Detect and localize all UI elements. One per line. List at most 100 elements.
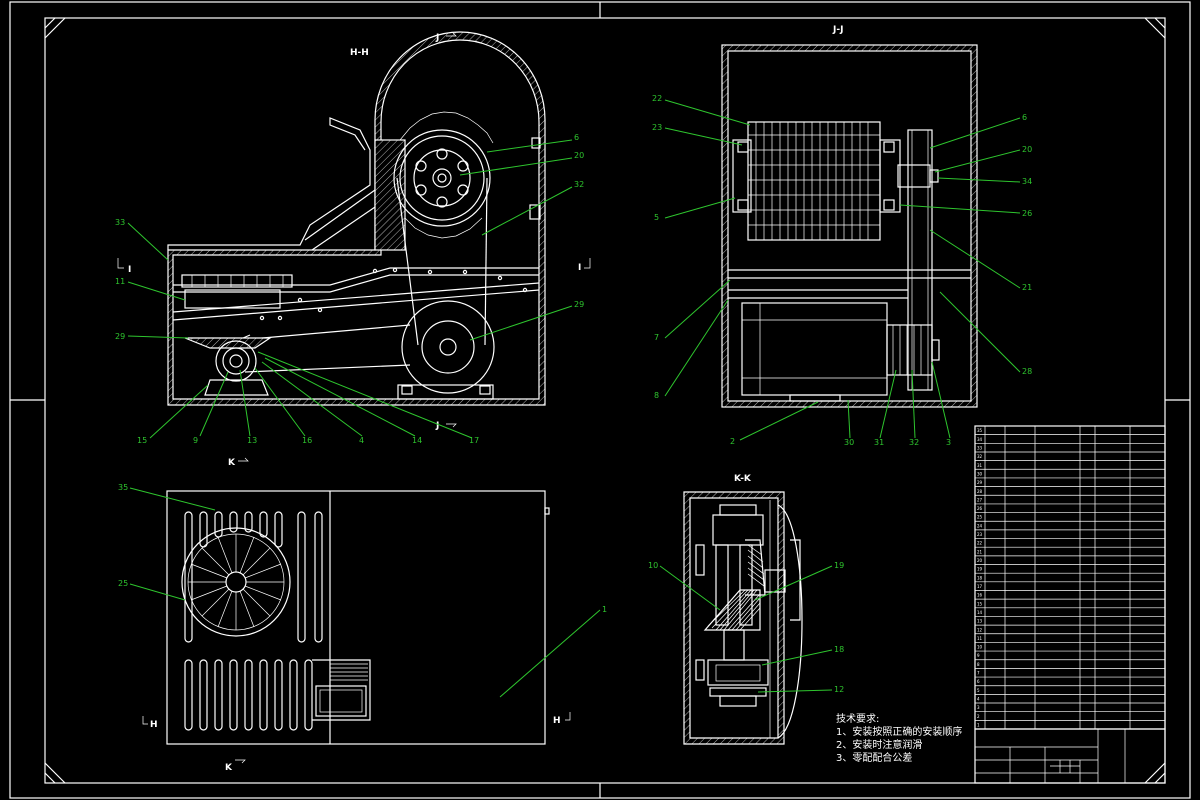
parts-table-item-number: 9 [977, 653, 980, 658]
callout-jj-3: 5 [654, 213, 659, 222]
callout-kk-3: 18 [834, 645, 844, 654]
parts-table-item-number: 29 [977, 480, 983, 485]
callout-kk-2: 19 [834, 561, 844, 570]
parts-table-item-number: 35 [977, 428, 983, 433]
parts-table-item-number: 2 [977, 714, 980, 719]
parts-table-item-number: 19 [977, 567, 983, 572]
parts-table-item-number: 30 [977, 471, 983, 476]
parts-table-item-number: 26 [977, 506, 983, 511]
callout-jj-10: 8 [654, 391, 659, 400]
label-i-right: I [578, 263, 581, 273]
parts-table-item-number: 25 [977, 515, 983, 520]
parts-table-item-number: 6 [977, 679, 980, 684]
label-k-bottom: K [225, 763, 233, 773]
callouts-kk: 10 19 18 12 [648, 561, 844, 694]
callout-jj-1: 22 [652, 94, 662, 103]
callout-hh-14: 17 [469, 436, 479, 445]
label-j-bottom: J [435, 421, 439, 431]
parts-table-item-number: 18 [977, 575, 983, 580]
label-jj: J-J [832, 25, 843, 35]
parts-table: 3534333231302928272625242322212019181716… [974, 425, 1166, 730]
parts-table-item-number: 16 [977, 593, 983, 598]
label-kk: K-K [734, 474, 752, 484]
label-h-right: H [553, 716, 561, 726]
callout-hh-3: 32 [574, 180, 584, 189]
section-marks-hh: H-H J J I I K [117, 32, 591, 468]
parts-table-item-number: 23 [977, 532, 983, 537]
section-view-hh [167, 31, 546, 406]
callout-hh-7: 29 [115, 332, 125, 341]
notes-item-1: 1、安装按照正确的安装顺序 [836, 725, 962, 738]
parts-table-item-number: 5 [977, 688, 980, 693]
callout-hh-5: 29 [574, 300, 584, 309]
parts-table-item-number: 7 [977, 671, 980, 676]
parts-table-item-number: 1 [977, 723, 980, 728]
label-i-left: I [128, 265, 131, 275]
callout-hh-11: 16 [302, 436, 312, 445]
section-marks-jj: J-J [832, 25, 843, 35]
parts-table-item-number: 4 [977, 697, 980, 702]
callout-hh-6: 11 [115, 277, 125, 286]
technical-notes: 技术要求: 1、安装按照正确的安装顺序 2、安装时注意润滑 3、零配配合公差 [836, 712, 962, 764]
parts-table-item-number: 21 [977, 549, 983, 554]
parts-table-item-number: 15 [977, 601, 983, 606]
notes-item-3: 3、零配配合公差 [836, 751, 912, 764]
section-marks-plan: H H K [142, 712, 571, 773]
label-h-left: H [150, 720, 158, 730]
callout-kk-4: 12 [834, 685, 844, 694]
callout-jj-5: 20 [1022, 145, 1032, 154]
title-block [974, 728, 1166, 784]
parts-table-item-number: 20 [977, 558, 983, 563]
notes-title: 技术要求: [836, 712, 879, 725]
callout-hh-2: 20 [574, 151, 584, 160]
callout-jj-9: 7 [654, 333, 659, 342]
callout-jj-16: 3 [946, 438, 951, 447]
parts-table-item-number: 27 [977, 497, 983, 502]
parts-table-item-number: 24 [977, 523, 983, 528]
callout-jj-15: 32 [909, 438, 919, 447]
label-j-top: J [435, 33, 439, 43]
callout-hh-13: 14 [412, 436, 422, 445]
callout-jj-11: 28 [1022, 367, 1032, 376]
callout-jj-13: 30 [844, 438, 854, 447]
sheet-frame [9, 1, 1191, 799]
parts-table-item-number: 33 [977, 445, 983, 450]
callout-jj-4: 6 [1022, 113, 1027, 122]
callout-hh-1: 6 [574, 133, 579, 142]
callouts-plan: 35 25 1 [118, 483, 607, 698]
parts-table-item-number: 14 [977, 610, 983, 615]
callout-jj-6: 34 [1022, 177, 1032, 186]
section-view-kk: K-K [683, 474, 803, 745]
parts-table-item-number: 17 [977, 584, 983, 589]
plan-view [166, 490, 550, 745]
parts-table-item-number: 10 [977, 645, 983, 650]
parts-table-item-number: 12 [977, 627, 983, 632]
parts-table-item-number: 11 [977, 636, 983, 641]
callouts-jj: 22 23 5 6 20 34 26 21 7 8 28 2 30 31 32 … [652, 94, 1032, 447]
parts-table-item-number: 34 [977, 437, 983, 442]
callout-plan-1: 35 [118, 483, 128, 492]
callout-jj-14: 31 [874, 438, 884, 447]
callouts-hh: 6 20 32 33 29 11 29 15 9 13 16 4 14 17 [115, 133, 584, 445]
callout-hh-10: 13 [247, 436, 257, 445]
callout-hh-8: 15 [137, 436, 147, 445]
callout-jj-8: 21 [1022, 283, 1032, 292]
callout-hh-4: 33 [115, 218, 125, 227]
callout-plan-2: 25 [118, 579, 128, 588]
notes-item-2: 2、安装时注意润滑 [836, 738, 922, 751]
callout-kk-1: 10 [648, 561, 658, 570]
callout-hh-9: 9 [193, 436, 198, 445]
parts-table-item-number: 3 [977, 705, 980, 710]
callout-jj-7: 26 [1022, 209, 1032, 218]
callout-plan-3: 1 [602, 605, 607, 614]
parts-table-item-number: 31 [977, 463, 983, 468]
parts-table-item-number: 28 [977, 489, 983, 494]
parts-table-item-number: 32 [977, 454, 983, 459]
callout-jj-2: 23 [652, 123, 662, 132]
callout-jj-12: 2 [730, 437, 735, 446]
parts-table-item-number: 22 [977, 541, 983, 546]
section-view-jj [721, 44, 978, 408]
label-hh: H-H [350, 48, 369, 58]
callout-hh-12: 4 [359, 436, 364, 445]
